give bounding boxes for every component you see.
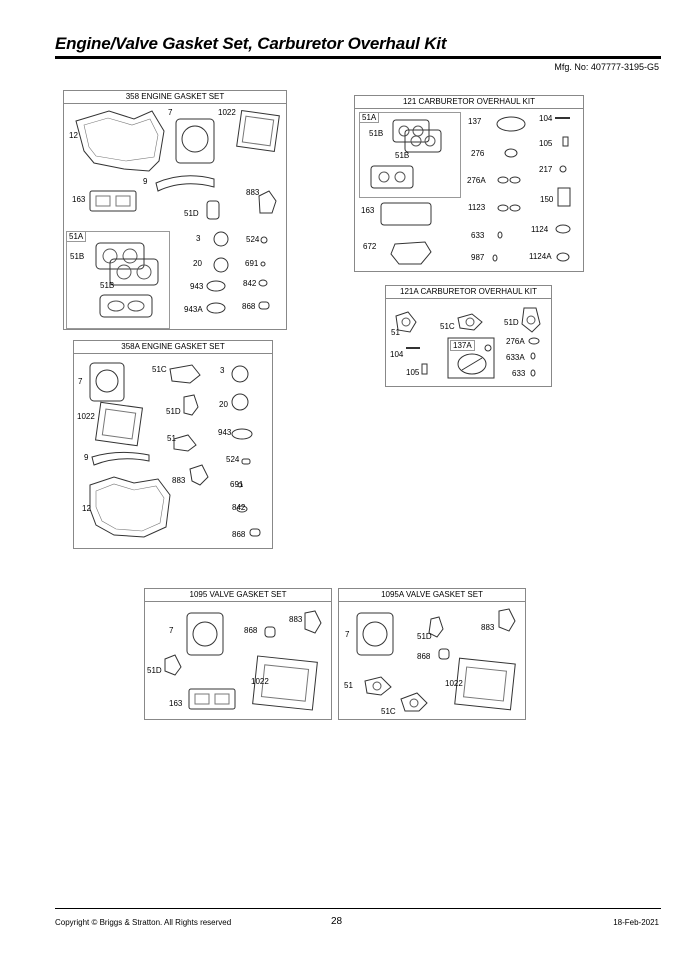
part-label: 12	[82, 504, 91, 513]
part-label: 883	[481, 623, 495, 632]
part-label: 51	[391, 328, 400, 337]
part-label: 51B	[395, 151, 410, 160]
part-label: 1124	[531, 225, 549, 234]
panel-title: 1095A VALVE GASKET SET	[339, 589, 525, 602]
part-label: 51D	[147, 666, 162, 675]
part-label: 987	[471, 253, 485, 262]
part-label: 51D	[184, 209, 199, 218]
part-label: 163	[169, 699, 183, 708]
part-label: 9	[84, 453, 89, 462]
panel-1095-valve-gasket-set: 1095 VALVE GASKET SET 883 7 868 51D 1022…	[144, 588, 332, 720]
part-label: 7	[78, 377, 83, 386]
subgroup-tag: 51A	[67, 232, 87, 242]
mfg-number: Mfg. No: 407777-3195-G5	[554, 62, 659, 72]
valve-gasket-a-illustration	[356, 608, 516, 712]
carburetor-kit-a-illustration	[395, 307, 541, 379]
part-label: 51B	[369, 129, 384, 138]
part-label: 1022	[445, 679, 463, 688]
part-label: 842	[243, 279, 257, 288]
part-label: 842	[232, 503, 246, 512]
part-label: 1124A	[529, 252, 552, 261]
subgroup-51a-box: 51A	[66, 231, 170, 329]
part-label: 672	[363, 242, 377, 251]
part-label: 943	[218, 428, 232, 437]
page-number: 28	[331, 916, 343, 927]
panel-121a-carburetor-overhaul-kit: 121A CARBURETOR OVERHAUL KIT 51 51C 51D …	[385, 285, 552, 387]
part-label: 51D	[417, 632, 432, 641]
part-label: 868	[242, 302, 256, 311]
valve-gasket-illustration	[164, 610, 322, 711]
part-label: 137A	[450, 340, 475, 351]
panel-title: 358 ENGINE GASKET SET	[64, 91, 286, 104]
part-label: 633	[512, 369, 526, 378]
gasket-illustration	[75, 109, 280, 318]
footer-rule	[55, 908, 661, 909]
part-label: 12	[69, 131, 78, 140]
part-label: 7	[169, 626, 174, 635]
part-label: 943	[190, 282, 204, 291]
part-label: 51	[344, 681, 353, 690]
title-rule	[55, 56, 661, 59]
page-title: Engine/Valve Gasket Set, Carburetor Over…	[55, 34, 447, 53]
part-label: 163	[361, 206, 375, 215]
panel-358a-engine-gasket-set: 358A ENGINE GASKET SET 51C 3 7 1022 51D …	[73, 340, 273, 549]
part-label: 276	[471, 149, 485, 158]
subgroup-51a-box: 51A	[359, 112, 461, 198]
panel-title: 1095 VALVE GASKET SET	[145, 589, 331, 602]
part-label: 51C	[440, 322, 455, 331]
part-label: 691	[245, 259, 259, 268]
part-label: 1022	[218, 108, 236, 117]
part-label: 3	[220, 366, 225, 375]
subgroup-tag: 51A	[360, 113, 380, 123]
gasket-a-illustration	[89, 362, 261, 538]
part-label: 7	[345, 630, 350, 639]
part-label: 20	[193, 259, 202, 268]
panel-121-carburetor-overhaul-kit: 121 CARBURETOR OVERHAUL KIT 51A 51B 51B …	[354, 95, 584, 272]
part-label: 1123	[468, 203, 486, 212]
carburetor-kit-illustration	[370, 116, 571, 265]
part-label: 104	[539, 114, 553, 123]
panel-title: 121A CARBURETOR OVERHAUL KIT	[386, 286, 551, 299]
part-label: 868	[417, 652, 431, 661]
part-label: 883	[246, 188, 260, 197]
part-label: 9	[143, 177, 148, 186]
part-label: 633	[471, 231, 485, 240]
part-label: 883	[172, 476, 186, 485]
part-label: 276A	[467, 176, 486, 185]
part-label: 105	[406, 368, 420, 377]
part-label: 51B	[70, 252, 85, 261]
panel-title: 121 CARBURETOR OVERHAUL KIT	[355, 96, 583, 109]
copyright: Copyright © Briggs & Stratton. All Right…	[55, 918, 232, 927]
part-label: 7	[168, 108, 173, 117]
panel-358-engine-gasket-set: 358 ENGINE GASKET SET 51A 7 1022	[63, 90, 287, 330]
part-label: 868	[244, 626, 258, 635]
part-label: 524	[246, 235, 260, 244]
part-label: 20	[219, 400, 228, 409]
panel-1095a-valve-gasket-set: 1095A VALVE GASKET SET 883 7 51D 868 51 …	[338, 588, 526, 720]
part-label: 104	[390, 350, 404, 359]
part-label: 51C	[152, 365, 167, 374]
part-label: 51B	[100, 281, 115, 290]
part-label: 276A	[506, 337, 525, 346]
part-label: 163	[72, 195, 86, 204]
part-label: 105	[539, 139, 553, 148]
part-label: 524	[226, 455, 240, 464]
part-label: 150	[540, 195, 554, 204]
part-label: 883	[289, 615, 303, 624]
part-label: 51D	[504, 318, 519, 327]
part-label: 51D	[166, 407, 181, 416]
part-label: 868	[232, 530, 246, 539]
panel-title: 358A ENGINE GASKET SET	[74, 341, 272, 354]
part-label: 217	[539, 165, 553, 174]
part-label: 3	[196, 234, 201, 243]
part-label: 1022	[77, 412, 95, 421]
part-label: 51C	[381, 707, 396, 716]
part-label: 1022	[251, 677, 269, 686]
part-label: 943A	[184, 305, 203, 314]
part-label: 633A	[506, 353, 525, 362]
part-label: 691	[230, 480, 244, 489]
date: 18-Feb-2021	[613, 918, 659, 927]
part-label: 51	[167, 434, 176, 443]
part-label: 137	[468, 117, 482, 126]
